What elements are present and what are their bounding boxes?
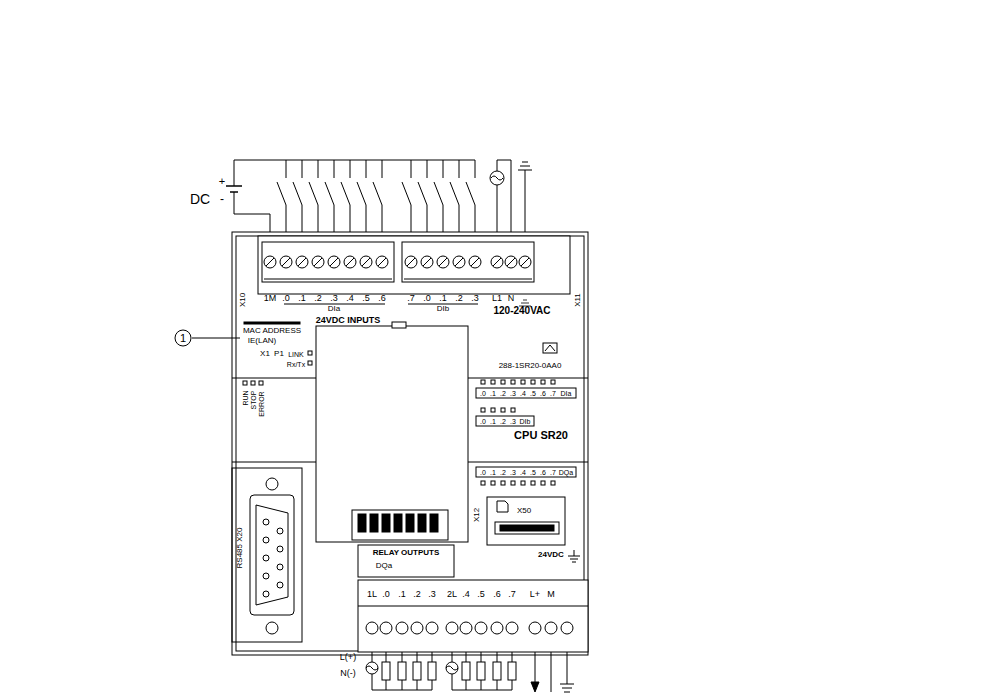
group-label: DQa (376, 562, 392, 570)
section-label: 24VDC INPUTS (316, 316, 381, 325)
group-label: DIb (437, 305, 449, 313)
led-label: .2 (500, 390, 506, 397)
terminal-label: 1L (367, 590, 377, 599)
led-label: .5 (530, 469, 536, 476)
callout-number: 1 (180, 333, 186, 344)
terminal-label: L1 (492, 294, 502, 303)
terminal-label: 1M (264, 294, 277, 303)
led-label: .4 (520, 469, 526, 476)
field-wiring-top (226, 160, 532, 238)
group-label: DIa (561, 390, 572, 397)
supply-rating: 120-240VAC (493, 306, 550, 316)
order-number: 288-1SR20-0AA0 (499, 362, 562, 370)
field-wiring-bottom (366, 652, 574, 692)
led-label: .2 (500, 418, 506, 425)
led-label: .2 (500, 469, 506, 476)
terminal-label: L+ (530, 590, 540, 599)
terminal-label: .3 (330, 294, 338, 303)
terminal-label: .1 (398, 590, 406, 599)
port-label: P1 (274, 350, 284, 358)
terminal-label: .2 (413, 590, 421, 599)
port-label: IE(LAN) (248, 337, 276, 345)
terminal-label: 2L (447, 590, 457, 599)
supply-label: DC (190, 192, 210, 206)
polarity-sign: - (220, 193, 224, 205)
terminal-label: .0 (382, 590, 390, 599)
group-label: DIb (520, 418, 531, 425)
led-label: .0 (480, 469, 486, 476)
connector-id: RS485 X20 (236, 528, 244, 569)
card-cover (316, 322, 468, 542)
terminal-label: .6 (378, 294, 386, 303)
terminal-label: .3 (428, 590, 436, 599)
terminal-label: .2 (455, 294, 463, 303)
bottom-terminal-block (358, 545, 588, 652)
led-label: .6 (540, 469, 546, 476)
terminal-label: .0 (282, 294, 290, 303)
section-label: 24VDC (538, 551, 564, 559)
led-label: .1 (490, 390, 496, 397)
sd-slot (487, 497, 565, 545)
polarity-sign: + (219, 176, 225, 187)
terminal-label: .3 (471, 294, 479, 303)
led-label: .6 (540, 390, 546, 397)
connector-id: X10 (239, 293, 247, 307)
terminal-label: .7 (407, 294, 415, 303)
connector-id: X11 (574, 293, 582, 307)
rs485-connector (232, 468, 302, 642)
terminal-label: .4 (462, 590, 470, 599)
terminal-label: .5 (362, 294, 370, 303)
polarity-label: N(-) (340, 669, 356, 678)
terminal-label: .6 (493, 590, 501, 599)
model-name: CPU SR20 (514, 430, 568, 441)
led-label: .3 (510, 418, 516, 425)
connector-id: X12 (473, 508, 481, 522)
port-label: X1 (260, 350, 270, 358)
led-label: .4 (520, 390, 526, 397)
terminal-label: M (547, 590, 555, 599)
terminal-label: N (508, 294, 515, 303)
led-label: .3 (510, 469, 516, 476)
terminal-label: .7 (508, 590, 516, 599)
led-label: .5 (530, 390, 536, 397)
terminal-label: .4 (346, 294, 354, 303)
terminal-label: .0 (423, 294, 431, 303)
port-label: MAC ADDRESS (243, 327, 301, 335)
terminal-label: .1 (439, 294, 447, 303)
terminal-label: .1 (298, 294, 306, 303)
led-label: .0 (480, 418, 486, 425)
cpu-housing (232, 232, 588, 655)
led-label: STOP (250, 391, 257, 410)
led-label: .3 (510, 390, 516, 397)
led-label: .0 (480, 390, 486, 397)
led-label: LINK (288, 351, 304, 358)
group-label: DIa (328, 305, 340, 313)
led-label: .1 (490, 418, 496, 425)
polarity-label: L(+) (340, 653, 356, 662)
terminal-label: .2 (314, 294, 322, 303)
section-label: RELAY OUTPUTS (373, 549, 440, 557)
led-label: Rx/Tx (287, 361, 305, 368)
connector-id: X50 (517, 507, 531, 515)
terminal-label: .5 (477, 590, 485, 599)
top-terminal-block (258, 236, 570, 306)
led-label: ERROR (258, 391, 265, 416)
group-label: DQa (559, 469, 573, 476)
led-label: .7 (550, 469, 556, 476)
led-label: .1 (490, 469, 496, 476)
led-label: .7 (550, 390, 556, 397)
led-label: RUN (242, 390, 249, 405)
